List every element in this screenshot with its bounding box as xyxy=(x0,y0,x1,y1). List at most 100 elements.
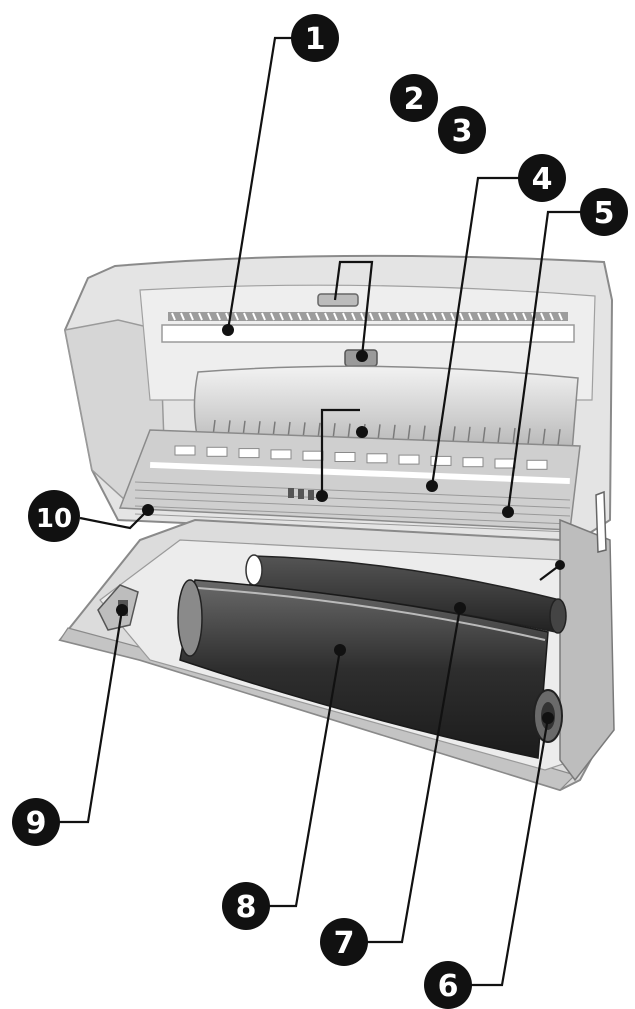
rail-line xyxy=(134,505,571,525)
drum-ridge xyxy=(452,426,456,443)
rail-tab xyxy=(398,454,420,465)
callout-6-label: 6 xyxy=(438,969,459,1004)
callout-1: 1 xyxy=(291,14,339,62)
serration-tooth xyxy=(252,312,257,321)
serration-tooth xyxy=(198,312,203,321)
callout-9-label: 9 xyxy=(26,806,47,841)
callout-1-label: 1 xyxy=(305,22,326,57)
rail-tab xyxy=(462,457,484,468)
serration-tooth xyxy=(405,312,410,321)
drum-ridge xyxy=(557,429,561,446)
leader-6 xyxy=(470,717,550,987)
target-dots xyxy=(116,324,565,724)
dot-6 xyxy=(542,712,554,724)
serration-tooth xyxy=(414,312,419,321)
serration-tooth xyxy=(360,312,365,321)
serration-tooth xyxy=(504,312,509,321)
serration-tooth xyxy=(459,312,464,321)
serration-tooth xyxy=(549,312,554,321)
callout-7: 7 xyxy=(320,918,368,966)
serration-tooth xyxy=(369,312,374,321)
serration-tooth xyxy=(441,312,446,321)
dot-7 xyxy=(454,602,466,614)
base-right-panel xyxy=(559,518,615,782)
drum-ridge xyxy=(392,424,396,441)
drum-ridge xyxy=(542,428,546,445)
serration-tooth xyxy=(378,312,383,321)
serration-tooth xyxy=(297,312,302,321)
upper-roll-end-left xyxy=(245,554,263,586)
serration-tooth xyxy=(450,312,455,321)
serration-tooth xyxy=(396,312,401,321)
serration-tooth xyxy=(387,312,392,321)
callout-6: 6 xyxy=(424,961,472,1009)
serration-tooth xyxy=(189,312,194,321)
dot-10 xyxy=(142,504,154,516)
callout-10-label: 10 xyxy=(36,504,72,534)
rail-white-tabs xyxy=(174,445,548,470)
lid-serrated-strip xyxy=(168,312,568,321)
leader-10 xyxy=(79,509,149,530)
serration-tooth xyxy=(207,312,212,321)
serration-tooth xyxy=(261,312,266,321)
film-roll-highlight xyxy=(197,587,546,641)
drum-ridge xyxy=(407,425,411,442)
callout-5: 5 xyxy=(580,188,628,236)
serration-tooth xyxy=(216,312,221,321)
drum-ridge xyxy=(482,427,486,444)
right-latch xyxy=(595,490,607,553)
serration-tooth xyxy=(522,312,527,321)
dot-3a xyxy=(356,426,368,438)
rail-tab xyxy=(302,450,324,461)
lid-drum xyxy=(193,365,579,453)
serration-tooth xyxy=(486,312,491,321)
film-roll xyxy=(179,579,549,759)
leader-2 xyxy=(333,260,374,357)
callout-8: 8 xyxy=(222,882,270,930)
film-roll-end-left xyxy=(177,579,203,657)
serration-tooth xyxy=(468,312,473,321)
callout-8-label: 8 xyxy=(236,890,257,925)
serration-tooth xyxy=(225,312,230,321)
printer-lid xyxy=(63,254,614,542)
dot-2 xyxy=(356,350,368,362)
serration-tooth xyxy=(477,312,482,321)
serration-tooth xyxy=(513,312,518,321)
dot-8 xyxy=(334,644,346,656)
leader-3 xyxy=(320,408,360,496)
dot-4 xyxy=(426,480,438,492)
lid-clip-top xyxy=(317,293,359,307)
leader-7 xyxy=(366,607,462,944)
serration-tooth xyxy=(234,312,239,321)
serration-tooth xyxy=(423,312,428,321)
rail-tab xyxy=(334,452,356,462)
serration-tooth xyxy=(279,312,284,321)
dot-1 xyxy=(222,324,234,336)
rail-tab xyxy=(238,448,260,459)
lid-serration-teeth xyxy=(171,312,563,321)
callout-3: 3 xyxy=(438,106,486,154)
serration-tooth xyxy=(243,312,248,321)
dot-3b xyxy=(316,490,328,502)
drum-ridge xyxy=(422,425,426,442)
rail-line xyxy=(134,489,571,509)
callouts: 1 2 3 4 5 6 7 8 xyxy=(12,14,628,1009)
drum-ridge xyxy=(527,428,531,445)
rail-lines xyxy=(134,481,571,533)
leader-5 xyxy=(506,210,582,513)
serration-tooth xyxy=(540,312,545,321)
serration-tooth xyxy=(342,312,347,321)
drum-ridge xyxy=(497,427,501,444)
serration-tooth xyxy=(351,312,356,321)
callout-2: 2 xyxy=(390,74,438,122)
serration-tooth xyxy=(558,312,563,321)
rail-tab xyxy=(366,453,388,464)
leader-4 xyxy=(430,176,520,487)
serration-tooth xyxy=(315,312,320,321)
rail-line xyxy=(134,497,571,517)
serration-tooth xyxy=(180,312,185,321)
callout-5-label: 5 xyxy=(594,196,615,231)
rail-white-strip xyxy=(150,461,570,485)
